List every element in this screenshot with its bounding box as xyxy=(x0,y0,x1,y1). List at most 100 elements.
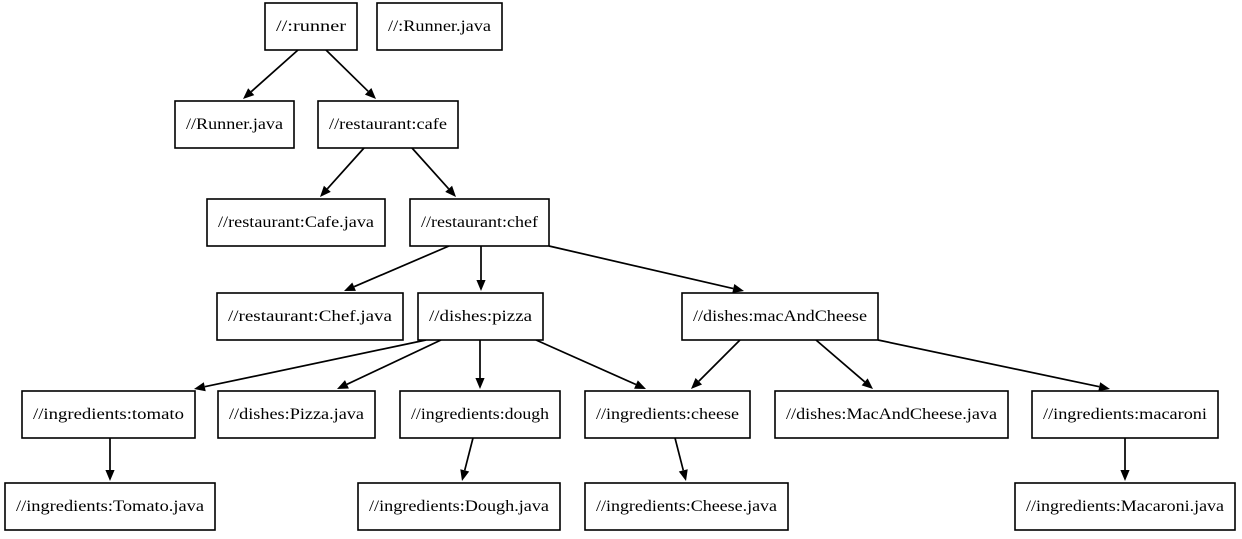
edge-line xyxy=(815,339,866,383)
node-box[interactable] xyxy=(264,2,358,51)
node-label: //dishes:pizza xyxy=(429,308,532,325)
graph-node-ing_macaroni[interactable]: //ingredients:macaroni xyxy=(1031,390,1219,439)
node-box[interactable] xyxy=(217,390,376,439)
edge-line xyxy=(411,147,450,190)
graph-node-ing_cheese[interactable]: //ingredients:cheese xyxy=(584,390,751,439)
node-label: //:runner xyxy=(276,18,347,35)
node-box[interactable] xyxy=(317,100,459,149)
node-label: //dishes:macAndCheese xyxy=(693,308,867,325)
node-label: //dishes:Pizza.java xyxy=(229,406,364,423)
graph-edge xyxy=(535,339,646,389)
node-box[interactable] xyxy=(417,292,544,341)
node-box[interactable] xyxy=(376,2,503,51)
graph-edge xyxy=(243,49,299,99)
graph-node-dishes_mac[interactable]: //dishes:macAndCheese xyxy=(681,292,879,341)
graph-node-dishes_pizza[interactable]: //dishes:pizza xyxy=(417,292,544,341)
edge-arrowhead xyxy=(194,382,206,392)
graph-edge xyxy=(475,340,485,389)
edge-arrowhead xyxy=(243,88,255,99)
graph-node-ing_tomato[interactable]: //ingredients:tomato xyxy=(21,390,196,439)
node-label: //ingredients:dough xyxy=(411,406,549,423)
node-box[interactable] xyxy=(409,198,550,247)
graph-node-restaurant_cafe[interactable]: //restaurant:cafe xyxy=(317,100,459,149)
edge-arrowhead xyxy=(1120,470,1130,481)
edge-line xyxy=(250,49,299,93)
node-box[interactable] xyxy=(174,100,295,149)
node-layer: //:runner //:Runner.java //Runner.java //re… xyxy=(4,2,1236,531)
graph-node-ing_cheese_java[interactable]: //ingredients:Cheese.java xyxy=(584,482,789,531)
graph-edge xyxy=(674,437,688,481)
node-box[interactable] xyxy=(1014,482,1236,531)
edge-arrowhead xyxy=(475,378,485,389)
graph-edge xyxy=(325,49,376,99)
node-label: //ingredients:Tomato.java xyxy=(16,498,204,515)
graph-node-restaurant_chef_java[interactable]: //restaurant:Chef.java xyxy=(216,292,404,341)
edge-arrowhead xyxy=(344,282,356,291)
edge-line xyxy=(548,245,734,290)
graph-edge xyxy=(344,245,450,291)
node-box[interactable] xyxy=(216,292,404,341)
edge-line xyxy=(877,339,1100,388)
node-box[interactable] xyxy=(774,390,1009,439)
node-label: //ingredients:Dough.java xyxy=(369,498,549,515)
node-label: //ingredients:Macaroni.java xyxy=(1026,498,1224,515)
edge-line xyxy=(353,245,450,288)
edge-line xyxy=(346,339,442,386)
graph-node-dishes_mac_java[interactable]: //dishes:MacAndCheese.java xyxy=(774,390,1009,439)
node-label: //ingredients:cheese xyxy=(596,406,739,423)
graph-edge xyxy=(476,246,486,291)
edge-layer xyxy=(105,49,1130,481)
node-label: //dishes:MacAndCheese.java xyxy=(786,406,997,423)
graph-node-ing_dough_java[interactable]: //ingredients:Dough.java xyxy=(357,482,561,531)
node-box[interactable] xyxy=(21,390,196,439)
edge-arrowhead xyxy=(476,280,486,291)
edge-arrowhead xyxy=(1098,382,1110,392)
node-box[interactable] xyxy=(681,292,879,341)
graph-node-dishes_pizza_java[interactable]: //dishes:Pizza.java xyxy=(217,390,376,439)
graph-node-restaurant_cafe_java[interactable]: //restaurant:Cafe.java xyxy=(206,198,386,247)
node-label: //:Runner.java xyxy=(388,18,491,35)
node-label: //ingredients:Cheese.java xyxy=(596,498,777,515)
graph-edge xyxy=(320,147,365,197)
edge-line xyxy=(535,339,637,386)
node-box[interactable] xyxy=(206,198,386,247)
edge-line xyxy=(326,147,365,190)
edge-arrowhead xyxy=(861,378,873,389)
graph-edge xyxy=(194,339,427,392)
graph-edge xyxy=(548,245,744,294)
graph-node-ing_macaroni_java[interactable]: //ingredients:Macaroni.java xyxy=(1014,482,1236,531)
graph-node-restaurant_chef[interactable]: //restaurant:chef xyxy=(409,198,550,247)
node-box[interactable] xyxy=(399,390,561,439)
edge-arrowhead xyxy=(105,470,115,481)
node-box[interactable] xyxy=(4,482,216,531)
graph-edge xyxy=(411,147,456,197)
graph-edge xyxy=(460,437,474,481)
edge-line xyxy=(674,437,685,471)
graph-node-ing_tomato_java[interactable]: //ingredients:Tomato.java xyxy=(4,482,216,531)
graph-node-runner[interactable]: //:runner xyxy=(264,2,358,51)
node-label: //restaurant:chef xyxy=(421,214,539,231)
graph-node-runner_java[interactable]: //Runner.java xyxy=(174,100,295,149)
node-label: //restaurant:Cafe.java xyxy=(218,214,374,231)
edge-line xyxy=(204,339,427,388)
edge-arrowhead xyxy=(678,469,688,481)
graph-node-runner_java_root[interactable]: //:Runner.java xyxy=(376,2,503,51)
edge-arrowhead xyxy=(732,284,744,294)
graph-edge xyxy=(337,339,442,389)
node-label: //Runner.java xyxy=(186,116,283,133)
edge-arrowhead xyxy=(320,185,331,197)
graph-edge xyxy=(1120,438,1130,481)
edge-arrowhead xyxy=(445,185,456,197)
edge-line xyxy=(463,437,474,471)
node-box[interactable] xyxy=(357,482,561,531)
graph-node-ing_dough[interactable]: //ingredients:dough xyxy=(399,390,561,439)
graph-edge xyxy=(105,438,115,481)
edge-line xyxy=(325,49,369,92)
node-box[interactable] xyxy=(584,482,789,531)
edge-arrowhead xyxy=(337,380,349,389)
node-label: //ingredients:macaroni xyxy=(1043,406,1208,423)
node-box[interactable] xyxy=(584,390,751,439)
node-box[interactable] xyxy=(1031,390,1219,439)
edge-arrowhead xyxy=(364,88,376,99)
